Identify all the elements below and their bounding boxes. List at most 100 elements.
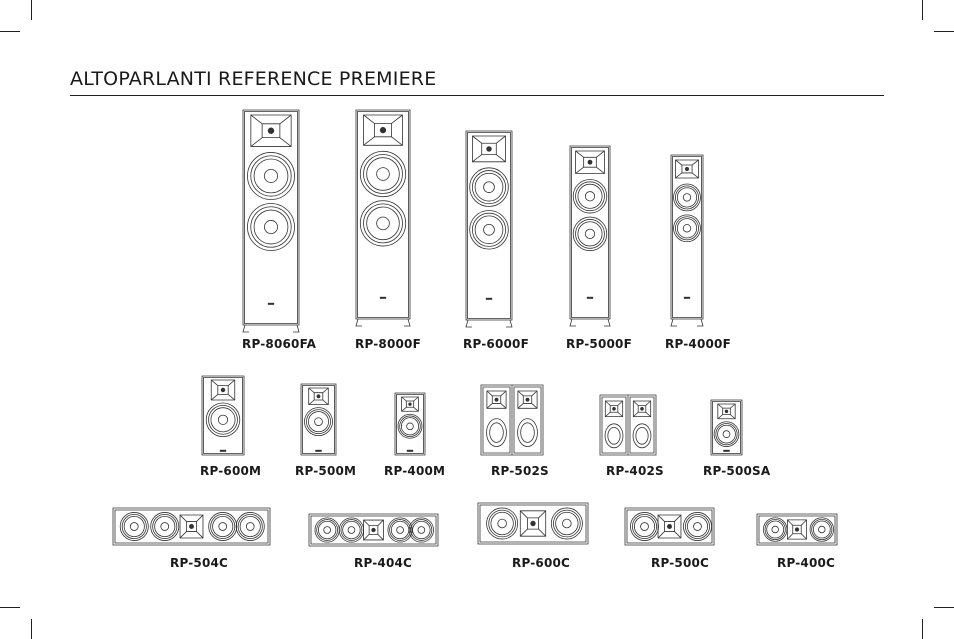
woofer-surround — [573, 217, 607, 251]
horn-line — [364, 520, 370, 526]
horn-throat — [682, 165, 692, 173]
woofer-dustcap — [418, 527, 425, 534]
woofer-surround — [339, 518, 363, 542]
tweeter-dome — [487, 147, 492, 152]
woofer-cone — [556, 512, 578, 534]
horn-line — [414, 407, 419, 411]
woofer-dustcap — [218, 415, 227, 424]
tweeter-horn — [211, 380, 235, 400]
woofer-cone — [391, 521, 409, 539]
horn-line — [280, 138, 291, 147]
horn-line — [658, 515, 664, 521]
horn-line — [646, 412, 651, 416]
woofer-cone — [124, 516, 144, 536]
cabinet-inner — [480, 505, 586, 542]
woofer-ring — [576, 219, 605, 248]
label-rp-6000f: RP-6000F — [463, 337, 530, 351]
woofer-cone — [475, 216, 503, 244]
horn-throat — [186, 521, 196, 531]
horn-line — [392, 115, 403, 123]
horn-line — [378, 534, 384, 540]
logo-badge — [724, 450, 730, 452]
speaker-rp-402s — [600, 395, 656, 455]
woofer-cone — [318, 521, 336, 539]
woofer-dustcap — [161, 523, 169, 531]
horn-line — [323, 400, 328, 405]
horn-line — [197, 532, 203, 538]
horn-line — [251, 115, 262, 124]
horn-line — [596, 151, 604, 157]
woofer-cone — [254, 159, 288, 193]
tweeter-horn — [364, 115, 403, 145]
cabinet — [301, 384, 336, 455]
face-inner — [602, 397, 626, 453]
horn-line — [487, 403, 492, 408]
woofer-surround — [633, 424, 651, 448]
speaker-rp-8000f — [356, 110, 410, 326]
woofer-ring — [472, 213, 505, 246]
cabinet — [478, 503, 588, 544]
woofer-ring — [251, 156, 291, 196]
woofer-dustcap — [683, 225, 691, 233]
foot-left — [671, 319, 677, 326]
tweeter-dome — [380, 127, 385, 132]
horn-throat — [406, 401, 413, 407]
woofer-cone — [308, 412, 328, 432]
horn-line — [520, 511, 527, 518]
horn-line — [605, 412, 610, 416]
woofer-surround — [683, 512, 711, 540]
logo-badge — [587, 297, 593, 299]
woofer-dustcap — [130, 523, 138, 531]
label-rp-500m: RP-500M — [295, 464, 357, 478]
horn-throat — [369, 526, 378, 535]
woofer-cone — [155, 516, 175, 536]
cabinet — [570, 146, 610, 319]
woofer-dustcap — [585, 192, 594, 201]
horn-throat — [492, 396, 500, 404]
horn-line — [364, 534, 370, 540]
woofer-cone — [413, 521, 431, 539]
woofer-surround — [470, 210, 509, 249]
title-rule — [70, 95, 884, 96]
horn-line — [730, 404, 735, 408]
crop-mark — [934, 31, 954, 32]
horn-line — [280, 115, 291, 124]
horn-throat — [664, 521, 674, 531]
speaker-rp-504c — [113, 508, 270, 545]
woofer-ring — [765, 519, 785, 539]
face-inner — [483, 387, 510, 453]
horn-line — [646, 401, 651, 405]
woofer-surround — [674, 215, 701, 242]
foot-right — [604, 319, 610, 326]
tweeter-horn — [487, 391, 506, 408]
horn-line — [532, 391, 537, 396]
tweeter-dome — [685, 167, 688, 170]
horn-throat — [527, 518, 538, 529]
woofer-surround — [209, 512, 237, 540]
horn-line — [472, 136, 481, 143]
cabinet — [243, 110, 299, 325]
woofer-surround — [151, 512, 179, 540]
foot-left — [570, 319, 576, 326]
speaker-rp-4000f — [671, 155, 703, 326]
tweeter-dome — [795, 528, 798, 531]
foot-left — [243, 325, 249, 332]
horn-line — [618, 412, 623, 416]
tweeter-dome — [409, 403, 412, 406]
horn-line — [402, 407, 407, 411]
cabinet-inner — [759, 516, 835, 543]
horn-line — [532, 403, 537, 408]
woofer-dustcap — [641, 523, 649, 531]
crop-mark — [31, 619, 32, 639]
tweeter-dome — [588, 160, 592, 164]
horn-line — [364, 137, 375, 145]
cabinet-inner — [673, 157, 702, 318]
tweeter-dome — [189, 524, 193, 528]
woofer-cone — [475, 173, 503, 201]
woofer-cone — [687, 516, 707, 536]
cabinet-inner — [303, 386, 335, 454]
horn-line — [496, 136, 505, 143]
woofer-dustcap — [484, 224, 495, 235]
logo-badge — [268, 303, 274, 305]
crop-mark — [0, 31, 20, 32]
